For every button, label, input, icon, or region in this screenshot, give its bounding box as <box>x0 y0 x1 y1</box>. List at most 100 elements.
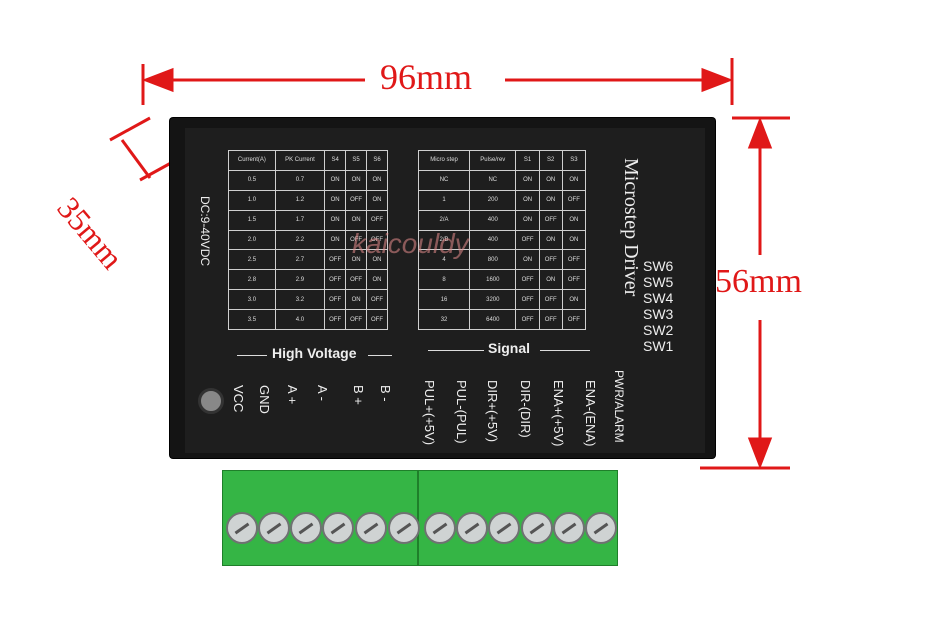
table-cell: 2.2 <box>274 229 326 251</box>
table-header-cell: PK Current <box>274 150 326 171</box>
pin-label: DIR+(+5V) <box>485 380 500 443</box>
terminal-screw-icon[interactable] <box>355 512 387 544</box>
pin-label: PUL-(PUL) <box>454 380 469 444</box>
terminal-screw-icon[interactable] <box>226 512 258 544</box>
table-cell: 400 <box>469 229 517 251</box>
table-cell: OFF <box>515 289 540 310</box>
table-cell: 2.0 <box>228 229 276 251</box>
table-cell: 32 <box>417 309 471 330</box>
group-line-hv-left <box>237 355 267 356</box>
table-cell: OFF <box>538 209 563 231</box>
table-cell: OFF <box>538 249 563 271</box>
pin-label: VCC <box>231 385 246 413</box>
table-cell: ON <box>561 209 587 231</box>
screw-slot-icon <box>593 522 609 535</box>
screw-slot-icon <box>464 522 480 535</box>
device-title: Microstep Driver <box>620 158 642 297</box>
table-cell: ON <box>538 189 563 211</box>
table-header-cell: Micro step <box>417 150 471 171</box>
width-dimension-label: 96mm <box>380 57 473 97</box>
pin-label: B + <box>351 385 366 405</box>
table-cell: 1 <box>417 189 471 211</box>
table-header-cell: S6 <box>366 150 388 171</box>
table-cell: ON <box>538 269 563 291</box>
table-header-cell: S1 <box>515 150 540 171</box>
table-cell: 4.0 <box>274 309 326 330</box>
terminal-screw-icon[interactable] <box>424 512 456 544</box>
terminal-screw-icon[interactable] <box>290 512 322 544</box>
table-cell: 2.7 <box>274 249 326 271</box>
table-cell: ON <box>538 229 563 251</box>
pin-label: A - <box>315 385 330 401</box>
terminal-screw-icon[interactable] <box>553 512 585 544</box>
table-cell: OFF <box>561 249 587 271</box>
terminal-screw-icon[interactable] <box>521 512 553 544</box>
switch-label: SW4 <box>643 290 674 306</box>
terminal-screw-icon[interactable] <box>322 512 354 544</box>
pin-label: ENA+(+5V) <box>551 380 566 447</box>
table-cell: 1600 <box>469 269 517 291</box>
screw-slot-icon <box>561 522 577 535</box>
terminal-screw-icon[interactable] <box>456 512 488 544</box>
table-cell: OFF <box>324 269 347 291</box>
pin-label: ENA-(ENA) <box>583 380 598 447</box>
table-cell: 1.7 <box>274 209 326 231</box>
table-cell: OFF <box>324 249 347 271</box>
table-cell: ON <box>515 189 540 211</box>
table-cell: ON <box>366 269 388 291</box>
table-cell: OFF <box>324 289 347 310</box>
status-led-label: PWR/ALARM <box>612 370 626 443</box>
table-cell: ON <box>515 209 540 231</box>
switch-label: SW6 <box>643 258 674 274</box>
pin-label: DIR-(DIR) <box>518 380 533 438</box>
table-cell: OFF <box>561 189 587 211</box>
table-cell: OFF <box>538 309 563 330</box>
table-cell: 1.0 <box>228 189 276 211</box>
table-cell: NC <box>417 169 471 191</box>
table-cell: OFF <box>515 269 540 291</box>
table-cell: OFF <box>345 269 368 291</box>
terminal-screw-icon[interactable] <box>388 512 420 544</box>
group-line-sig-right <box>540 350 590 351</box>
table-header-cell: Pulse/rev <box>469 150 517 171</box>
table-cell: ON <box>345 169 368 191</box>
terminal-screw-icon[interactable] <box>488 512 520 544</box>
table-cell: 2.5 <box>228 249 276 271</box>
mounting-screw-icon <box>198 388 224 414</box>
screw-slot-icon <box>298 522 314 535</box>
group-signal: Signal <box>488 340 531 356</box>
screw-slot-icon <box>266 522 282 535</box>
table-cell: 400 <box>469 209 517 231</box>
table-cell: 3.0 <box>228 289 276 310</box>
table-cell: 200 <box>469 189 517 211</box>
screw-slot-icon <box>529 522 545 535</box>
table-header-cell: S5 <box>345 150 368 171</box>
terminal-screw-icon[interactable] <box>258 512 290 544</box>
switch-label: SW2 <box>643 322 674 338</box>
table-cell: ON <box>561 229 587 251</box>
pin-label: A + <box>285 385 300 405</box>
screw-slot-icon <box>330 522 346 535</box>
terminal-screw-icon[interactable] <box>585 512 617 544</box>
table-cell: 0.7 <box>274 169 326 191</box>
screw-slot-icon <box>496 522 512 535</box>
table-cell: ON <box>324 189 347 211</box>
table-cell: ON <box>324 229 347 251</box>
table-cell: 3.5 <box>228 309 276 330</box>
voltage-rating: DC:9-40VDC <box>198 196 212 267</box>
table-cell: ON <box>515 169 540 191</box>
table-cell: OFF <box>538 289 563 310</box>
table-cell: 16 <box>417 289 471 310</box>
